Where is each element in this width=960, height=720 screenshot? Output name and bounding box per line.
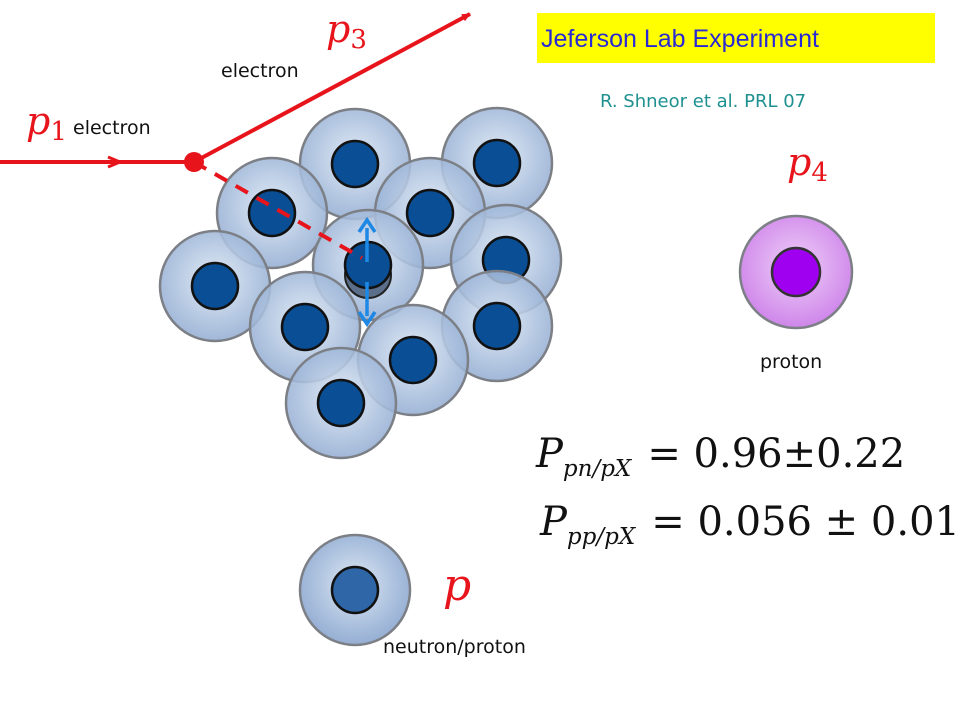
- electron-out-label: electron: [221, 60, 299, 82]
- result-pp-ratio: Ppp/pX= 0.056 ± 0.018: [539, 499, 960, 550]
- nucleon-core-icon: [388, 335, 438, 385]
- proton-particle: [738, 214, 854, 330]
- outgoing-electron-line: [193, 12, 471, 164]
- virtual-photon-line: [193, 160, 363, 260]
- nucleon-core-icon: [330, 139, 380, 189]
- p1-label: p1: [26, 99, 67, 147]
- p-recoil-label: p: [443, 560, 471, 611]
- nucleus-cluster: [158, 106, 563, 460]
- electron-in-label: electron: [73, 117, 151, 139]
- proton-label: proton: [760, 351, 822, 373]
- vertex-dot-icon: [184, 152, 204, 172]
- result-pn-ratio: Ppn/pX= 0.96±0.22: [535, 431, 905, 482]
- experiment-title: Jeferson Lab Experiment: [537, 13, 935, 63]
- nucleon-core-icon: [405, 188, 455, 238]
- nucleon-core-icon: [247, 188, 297, 238]
- nucleon-core-icon: [472, 138, 522, 188]
- p3-label: p3: [326, 7, 367, 55]
- down-arrowhead: [357, 311, 377, 328]
- nucleon-core-icon: [316, 378, 366, 428]
- nucleon-core-icon: [280, 302, 330, 352]
- nucleon-core-icon: [330, 565, 380, 615]
- citation-text: R. Shneor et al. PRL 07: [600, 91, 806, 112]
- nucleon-core-icon: [472, 301, 522, 351]
- recoil-label: neutron/proton: [383, 636, 526, 658]
- recoil-nucleon: [298, 533, 412, 647]
- proton-core-icon: [770, 246, 822, 298]
- electron-beam: [0, 12, 471, 260]
- up-arrowhead: [357, 216, 377, 233]
- p4-label: p4: [787, 140, 828, 188]
- nucleon-core-icon: [190, 261, 240, 311]
- incoming-arrow-icon: [107, 155, 124, 169]
- pair-momentum-arrows: [357, 216, 377, 328]
